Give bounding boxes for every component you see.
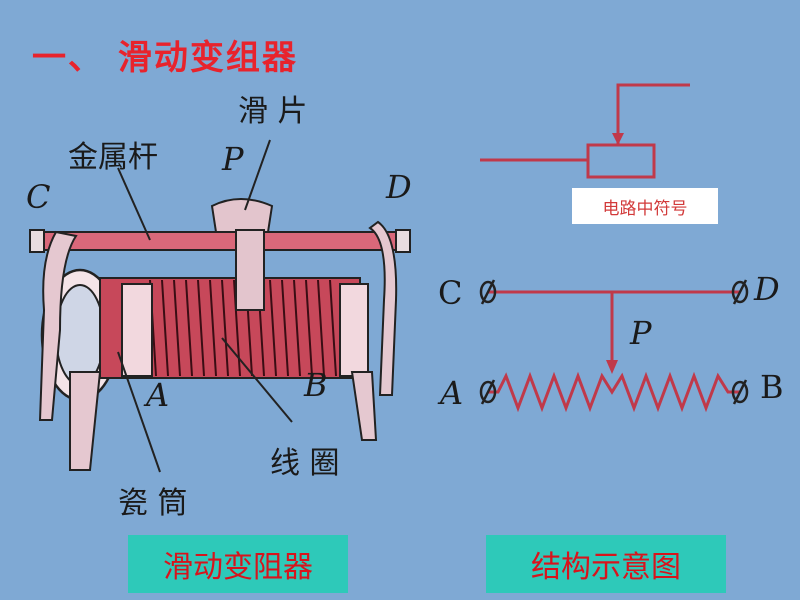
page-title: 一、 滑动变组器	[32, 38, 298, 78]
schematic-label-p: P	[630, 314, 652, 352]
circuit-symbol	[480, 83, 690, 179]
symbol-caption: 电路中符号	[572, 188, 718, 224]
right-frame	[368, 220, 398, 396]
caption-rheostat: 滑动变阻器	[128, 535, 348, 593]
rod-end-right	[395, 229, 411, 253]
symbol-arrow	[612, 133, 624, 145]
rod-end-left	[29, 229, 45, 253]
slider-top	[210, 198, 274, 233]
metal-rod	[33, 231, 407, 251]
left-leg	[69, 371, 102, 471]
schematic-arrow	[606, 360, 618, 374]
leader-lines	[117, 139, 293, 473]
clamp-right	[339, 283, 369, 377]
schematic	[488, 290, 740, 413]
label-metal-rod: 金属杆	[68, 140, 158, 175]
label-photo-c: C	[26, 178, 51, 216]
terminals	[479, 279, 749, 405]
schematic-label-d: D	[754, 270, 780, 308]
label-ceramic-tube: 瓷 筒	[118, 486, 188, 521]
left-frame	[38, 230, 78, 421]
schematic-label-b: B	[760, 368, 784, 406]
caption-structure-diagram: 结构示意图	[486, 535, 726, 593]
label-coil: 线 圈	[270, 446, 340, 481]
slider-arm	[235, 229, 265, 311]
tube-left-hole	[55, 284, 105, 386]
schematic-label-a: A	[440, 374, 464, 412]
label-photo-d: D	[386, 168, 412, 206]
clamp-left	[121, 283, 153, 377]
label-slider: 滑 片	[238, 94, 308, 129]
label-photo-b: B	[304, 366, 328, 404]
label-photo-p: P	[222, 140, 244, 178]
label-photo-a: A	[146, 376, 170, 414]
schematic-label-c: C	[438, 274, 463, 312]
right-leg	[350, 371, 378, 441]
